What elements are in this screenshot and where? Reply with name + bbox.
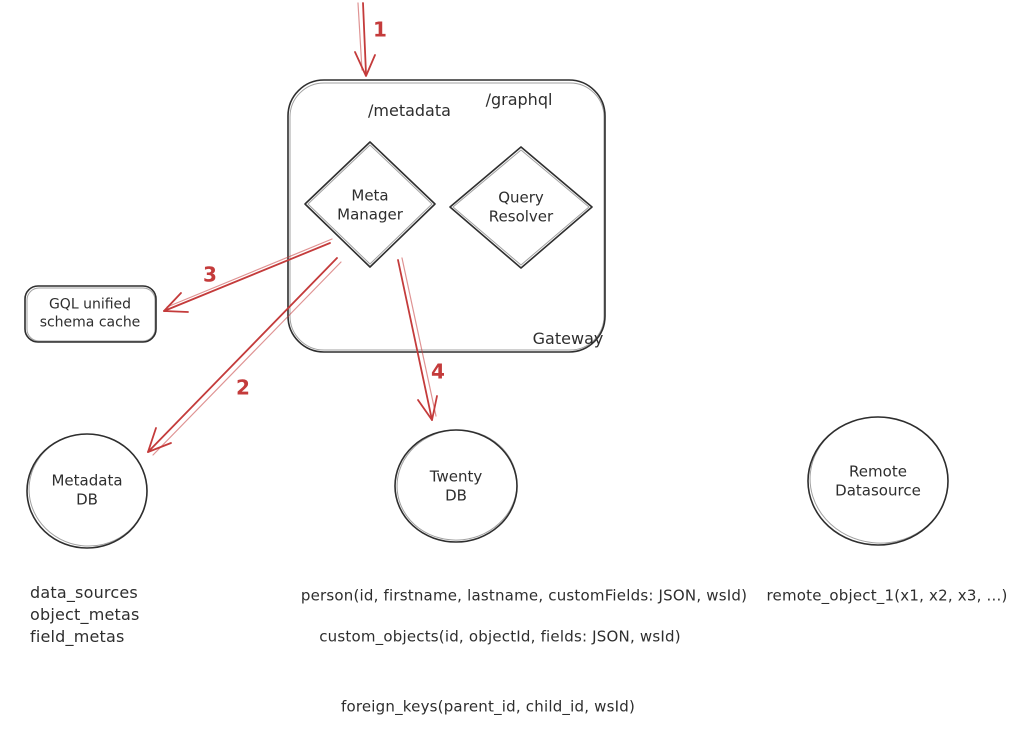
foreign-keys-schema-text: foreign_keys(parent_id, child_id, wsId) [340, 697, 636, 716]
schema-cache-label: GQL unified schema cache [39, 296, 141, 331]
schema-cache-box [24, 285, 157, 343]
metadata-tables-text: data_sources object_metas field_metas [30, 583, 140, 646]
arrow-4-label: 4 [431, 359, 445, 384]
endpoint-metadata-label: /metadata [368, 101, 451, 120]
arrow-4 [397, 257, 438, 421]
arrow-3-label: 3 [203, 262, 217, 287]
meta-manager-diamond [304, 141, 436, 268]
arrow-2 [147, 257, 342, 456]
metadata-db-label: Metadata DB [51, 471, 123, 508]
arrow-1 [354, 2, 376, 77]
arrow-1-label: 1 [373, 17, 387, 42]
remote-datasource-circle [807, 416, 949, 546]
meta-manager-label: Meta Manager [337, 186, 403, 223]
twenty-db-circle [394, 429, 518, 543]
twenty-db-label: Twenty DB [429, 467, 483, 504]
arrow-2-label: 2 [236, 375, 250, 400]
arrow-3 [163, 238, 333, 313]
gateway-label: Gateway [532, 329, 604, 348]
gateway-box [287, 79, 606, 353]
metadata-db-circle [26, 433, 148, 549]
person-schema-text: person(id, firstname, lastname, customFi… [300, 586, 748, 605]
query-resolver-diamond [449, 146, 593, 269]
query-resolver-label: Query Resolver [488, 188, 554, 225]
remote-object-schema-text: remote_object_1(x1, x2, x3, ...) [766, 586, 1008, 605]
custom-objects-schema-text: custom_objects(id, objectId, fields: JSO… [319, 627, 681, 646]
endpoint-graphql-label: /graphql [485, 90, 553, 109]
remote-datasource-label: Remote Datasource [835, 462, 921, 499]
